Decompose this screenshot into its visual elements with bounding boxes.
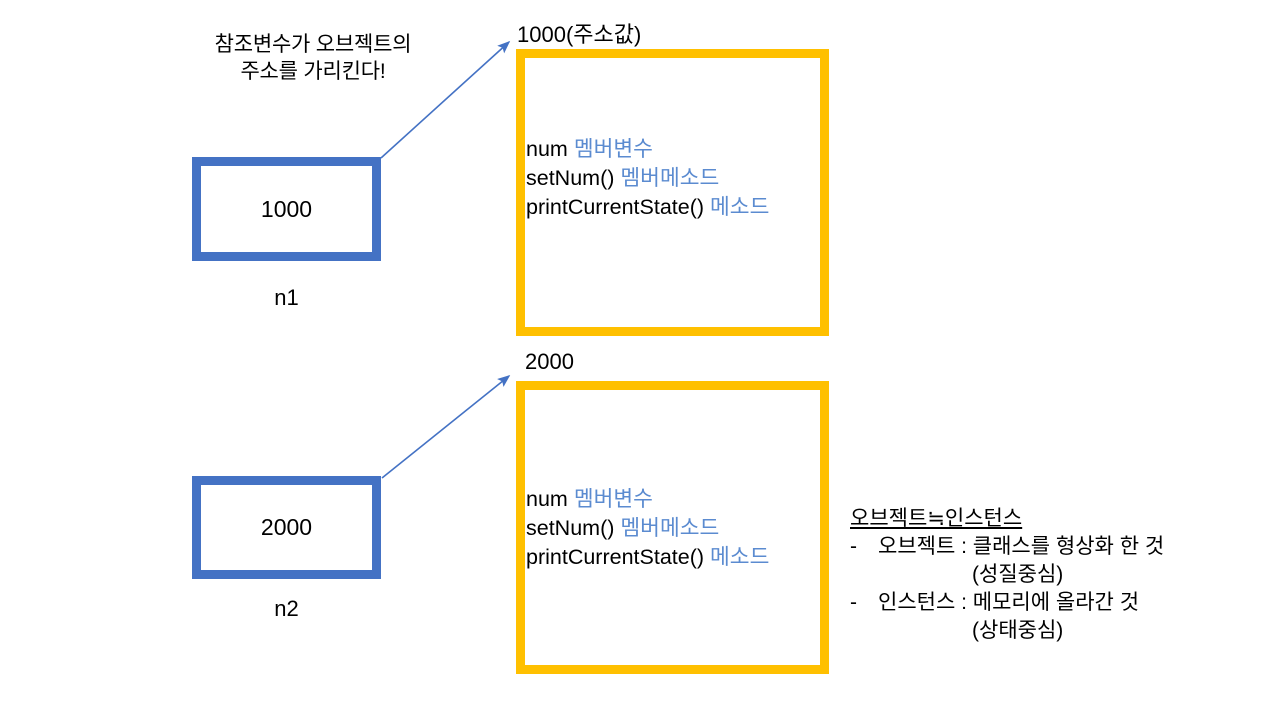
reference-box-n1: 1000 bbox=[192, 157, 381, 261]
object-member-row: num 멤버변수 bbox=[526, 485, 769, 514]
definition-sub-instance: (상태중심) bbox=[972, 618, 1064, 642]
member-code: setNum() bbox=[526, 516, 615, 541]
reference-value-n2: 2000 bbox=[260, 514, 313, 540]
reference-label-n2: n2 bbox=[274, 596, 299, 621]
member-note: 메소드 bbox=[710, 545, 770, 570]
member-code: num bbox=[526, 487, 568, 511]
object-members-2: num 멤버변수 setNum() 멤버메소드 printCurrentStat… bbox=[526, 485, 769, 573]
object-box-1 bbox=[516, 49, 829, 336]
member-note: 멤버변수 bbox=[573, 137, 653, 161]
definition-dash: - bbox=[850, 590, 857, 614]
object-member-row: printCurrentState() 메소드 bbox=[526, 543, 769, 572]
member-code: num bbox=[526, 137, 568, 161]
reference-box-n2: 2000 bbox=[192, 476, 381, 579]
object-member-row: printCurrentState() 메소드 bbox=[526, 193, 769, 222]
member-note: 멤버변수 bbox=[573, 487, 653, 511]
object-box-2 bbox=[516, 381, 829, 674]
member-note: 메소드 bbox=[710, 195, 770, 220]
definition-item-object: -오브젝트 : 클래스를 형상화 한 것 bbox=[850, 533, 1250, 561]
member-note: 멤버메소드 bbox=[620, 516, 720, 541]
member-code: setNum() bbox=[526, 166, 615, 191]
object-address-1: 1000(주소값) bbox=[517, 22, 642, 47]
object-member-row: setNum() 멤버메소드 bbox=[526, 164, 769, 193]
object-member-row: num 멤버변수 bbox=[526, 135, 769, 164]
definition-sub-object: (성질중심) bbox=[972, 562, 1064, 586]
object-member-row: setNum() 멤버메소드 bbox=[526, 514, 769, 543]
member-code: printCurrentState() bbox=[526, 195, 705, 220]
object-address-2: 2000 bbox=[525, 349, 574, 374]
definition-term: 오브젝트 : 클래스를 형상화 한 것 bbox=[878, 534, 1165, 558]
definition-heading: 오브젝트≒인스턴스 bbox=[850, 507, 1023, 530]
member-code: printCurrentState() bbox=[526, 545, 705, 570]
definition-item-instance: -인스턴스 : 메모리에 올라간 것 bbox=[850, 589, 1250, 617]
arrow-n2-to-object2 bbox=[381, 374, 511, 479]
definition-dash: - bbox=[850, 534, 857, 558]
pointer-caption: 참조변수가 오브젝트의 주소를 가리킨다! bbox=[214, 33, 412, 84]
reference-label-n1: n1 bbox=[274, 285, 299, 310]
member-note: 멤버메소드 bbox=[620, 166, 720, 191]
definition-block: 오브젝트≒인스턴스 -오브젝트 : 클래스를 형상화 한 것 (성질중심) -인… bbox=[850, 505, 1250, 645]
object-members-1: num 멤버변수 setNum() 멤버메소드 printCurrentStat… bbox=[526, 135, 769, 223]
reference-value-n1: 1000 bbox=[260, 195, 313, 222]
definition-term: 인스턴스 : 메모리에 올라간 것 bbox=[878, 590, 1140, 614]
